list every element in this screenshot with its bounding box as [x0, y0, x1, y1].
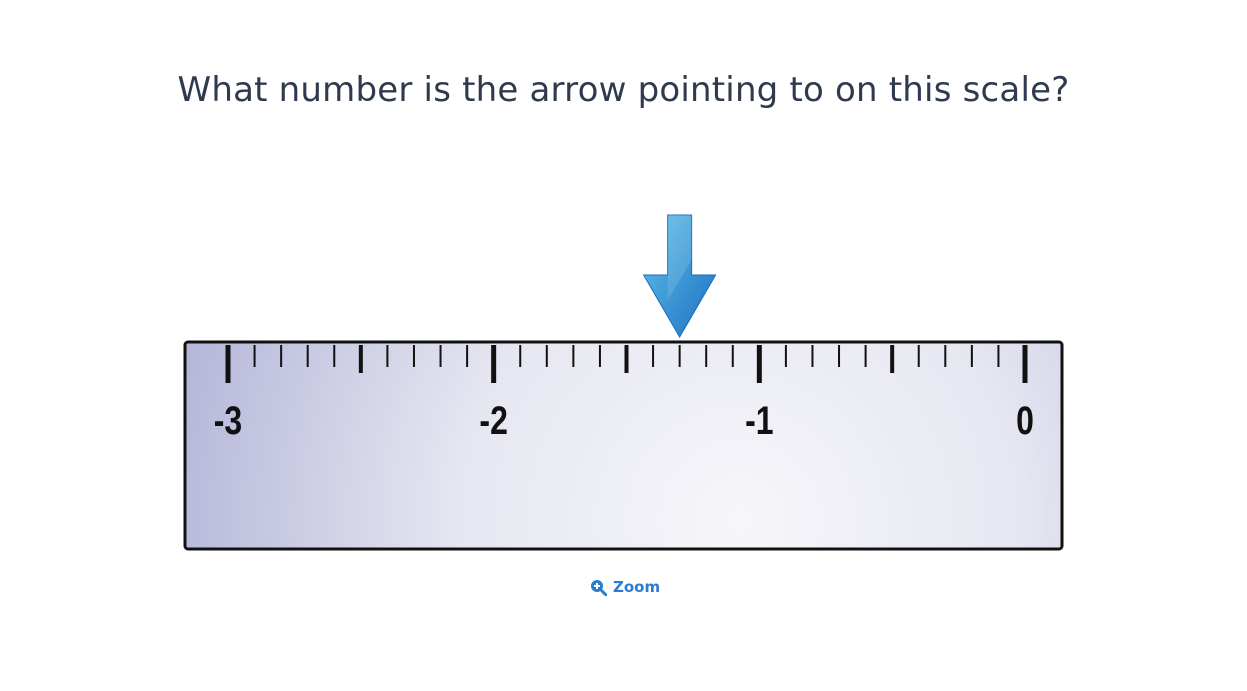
- tick-label: -1: [745, 398, 773, 443]
- ruler-labels: -3 -2 -1 0: [214, 398, 1034, 443]
- down-arrow-icon: [642, 214, 717, 338]
- ruler-ticks: [225, 345, 1028, 383]
- question-text: What number is the arrow pointing to on …: [177, 70, 1070, 110]
- zoom-label: Zoom: [613, 578, 661, 596]
- tick-label: -2: [479, 398, 507, 443]
- tick-label: -3: [214, 398, 242, 443]
- tick-label: 0: [1016, 398, 1034, 443]
- ruler-body: [183, 340, 1064, 551]
- magnify-plus-icon: [590, 579, 607, 596]
- zoom-button[interactable]: Zoom: [590, 578, 660, 596]
